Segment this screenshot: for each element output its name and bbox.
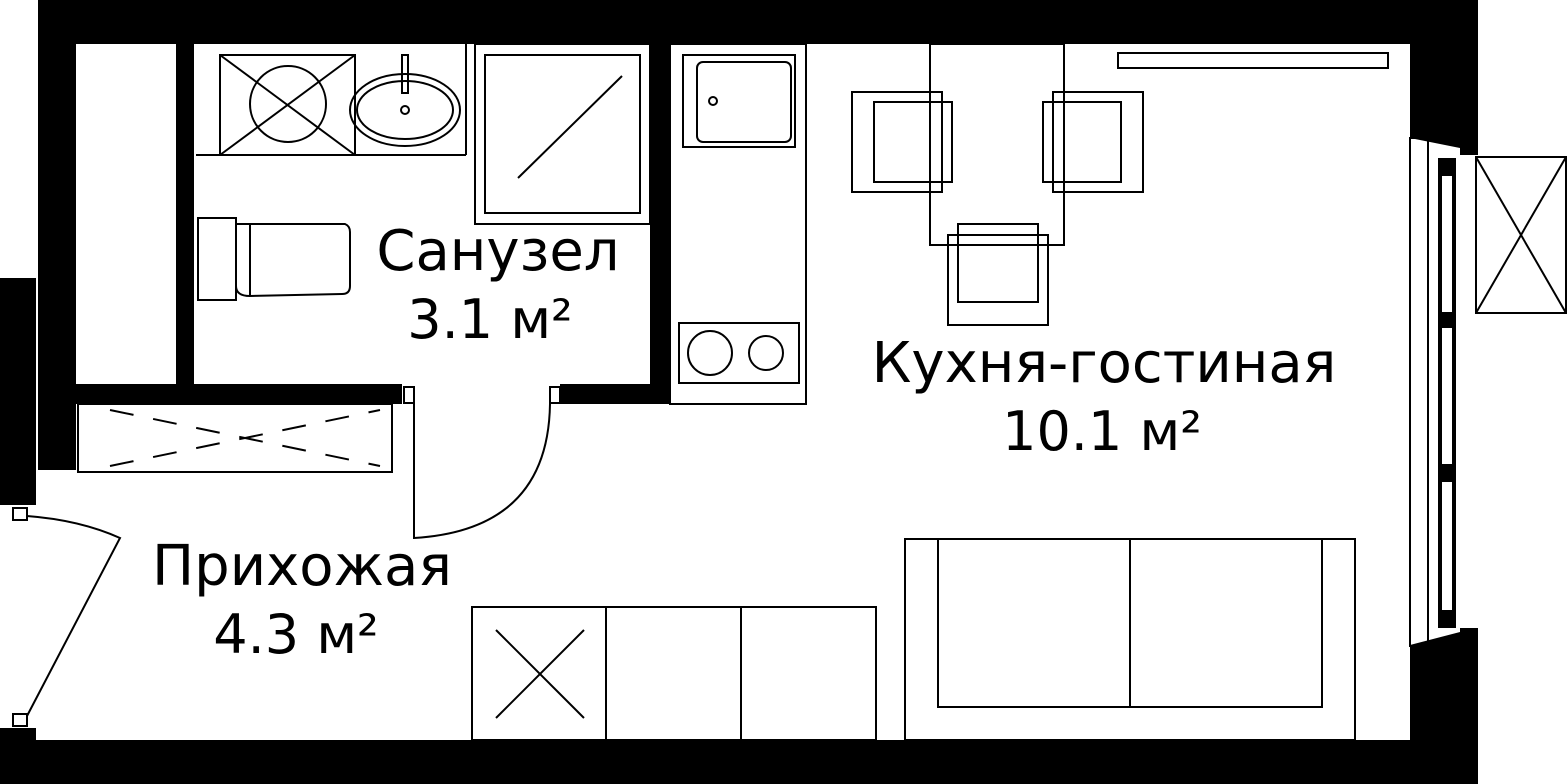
doors: [1, 299, 551, 727]
sink-icon: [349, 54, 461, 147]
wall-shelf: [1117, 52, 1389, 69]
hallway-name-label: Прихожая: [152, 534, 452, 599]
kitchen-unit: [669, 43, 807, 405]
window: [1409, 137, 1456, 647]
dining-table: [851, 43, 1144, 326]
sofa: [904, 538, 1356, 741]
outer-walls: [0, 0, 1478, 784]
kitchen-living-area-label: 10.1 м²: [1002, 400, 1202, 463]
hallway-area-label: 4.3 м²: [213, 603, 378, 666]
bathroom-area-label: 3.1 м²: [407, 288, 572, 351]
kitchen-living-name-label: Кухня-гостиная: [872, 331, 1337, 396]
bathroom-fixtures: [196, 43, 651, 301]
ventilation-icon: [1475, 156, 1567, 314]
kitchen-sink-icon: [682, 54, 796, 148]
storage-cabinets: [471, 606, 877, 741]
hallway-wardrobe: [77, 403, 393, 473]
cooktop-icon: [678, 322, 800, 384]
interior-walls: [76, 44, 670, 404]
bathroom-name-label: Санузел: [376, 219, 619, 284]
toilet-icon: [197, 217, 351, 301]
shower-icon: [474, 43, 651, 225]
washing-machine-icon: [219, 54, 356, 156]
